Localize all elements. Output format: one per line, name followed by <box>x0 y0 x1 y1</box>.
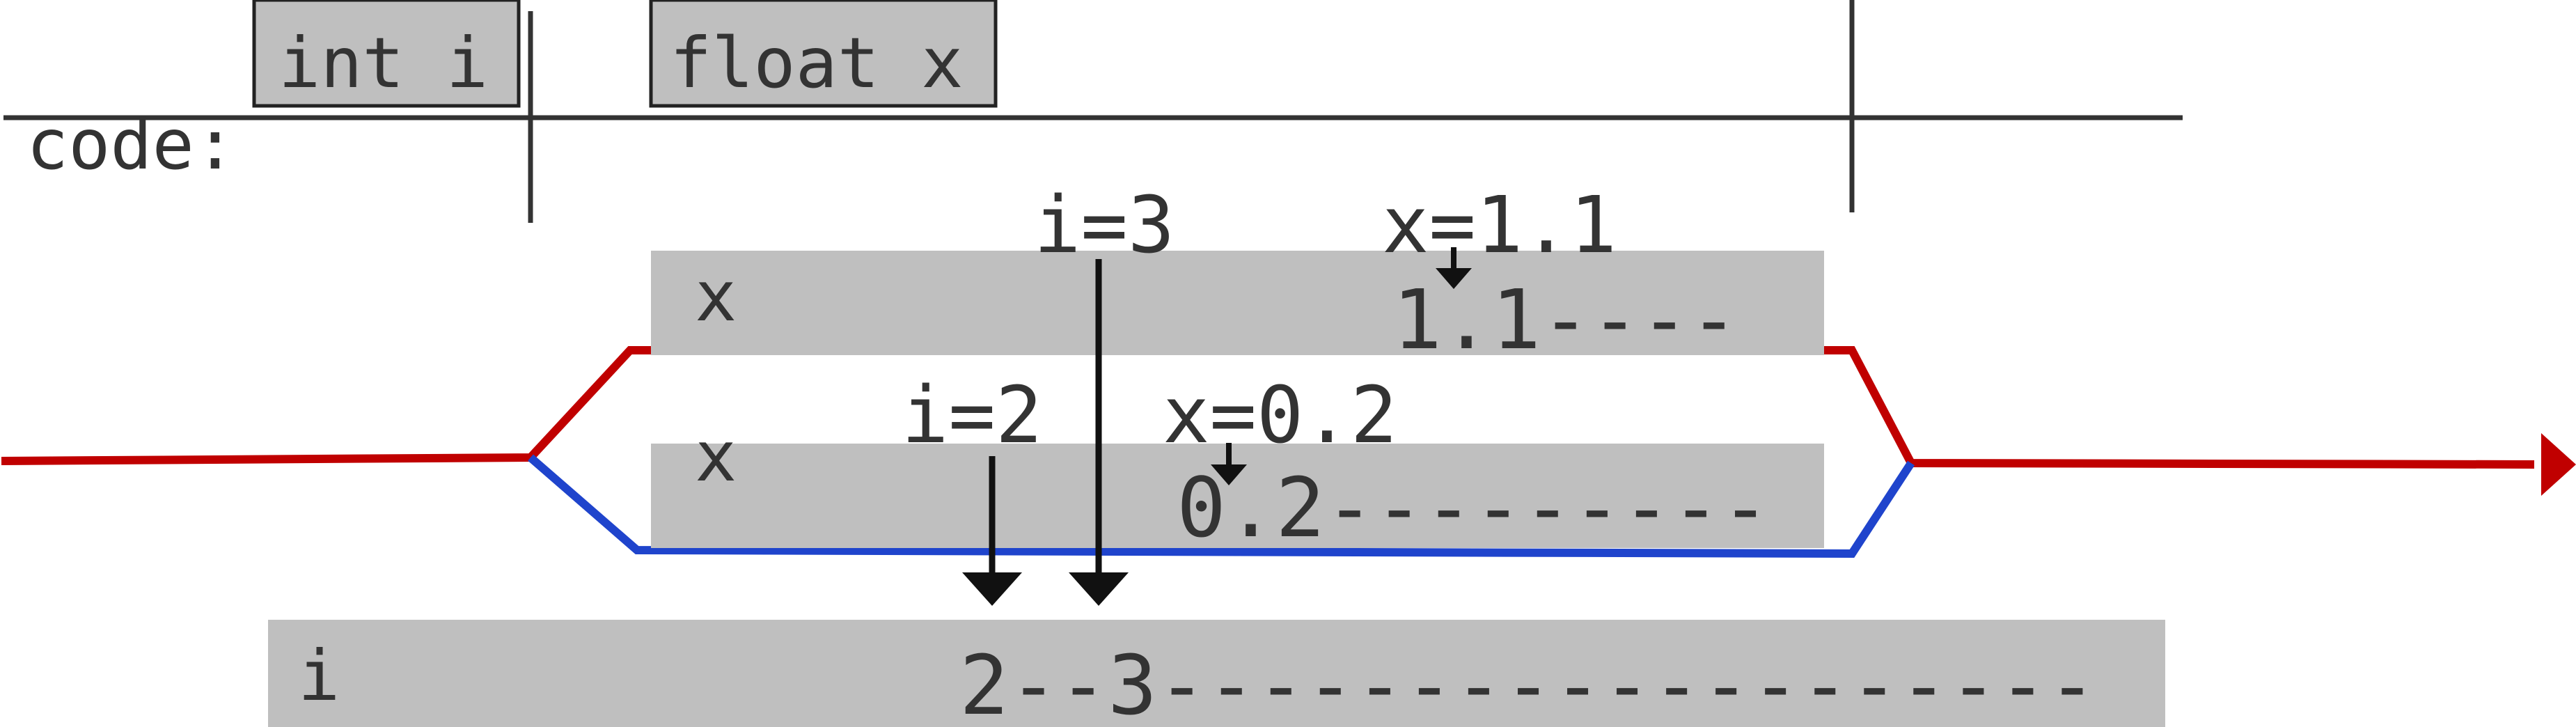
upper-event-i-label: i=3 <box>1034 180 1175 271</box>
declaration-float-x: float x <box>649 0 998 108</box>
upper-thread-timeline: 1.1---- <box>1392 272 1738 368</box>
upper-thread-var-label: x <box>695 256 737 337</box>
declaration-float-x-label: float x <box>670 22 963 104</box>
lower-thread-var-label: x <box>695 416 737 497</box>
upper-i-write-arrow <box>1069 259 1129 606</box>
red-thread-arrowhead <box>2541 433 2576 496</box>
shared-i-box: i 2--3------------------- <box>268 620 2165 727</box>
shared-i-var-label: i <box>298 635 340 717</box>
upper-event-x-label: x=1.1 <box>1382 180 1617 271</box>
lower-x-write-arrow <box>1211 443 1247 485</box>
lower-thread-timeline: 0.2--------- <box>1177 460 1770 556</box>
upper-x-write-arrow <box>1436 247 1472 289</box>
upper-thread-x-box: x 1.1---- <box>651 251 1824 368</box>
declaration-int-i: int i <box>252 0 521 108</box>
shared-i-timeline: 2--3------------------- <box>959 637 2097 727</box>
blue-thread-path <box>528 454 1915 558</box>
lower-event-x-label: x=0.2 <box>1163 370 1397 461</box>
declaration-int-i-label: int i <box>278 22 488 104</box>
lower-event-i-label: i=2 <box>902 370 1042 461</box>
lower-thread-x-box: x 0.2--------- <box>651 416 1824 556</box>
lower-i-write-arrow <box>962 456 1022 606</box>
code-label: code: <box>26 104 236 185</box>
